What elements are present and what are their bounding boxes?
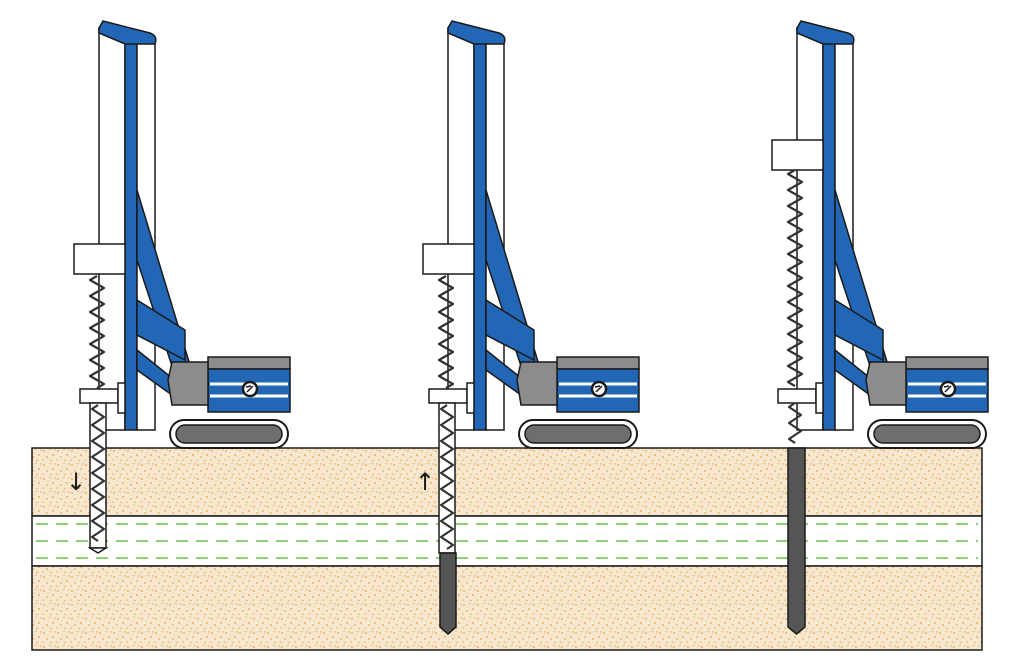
- cab-roof: [905, 356, 989, 370]
- mast-column: [473, 35, 487, 431]
- ground: [31, 447, 983, 651]
- drilling-rig-icon: [73, 20, 291, 449]
- direction-arrow-icon: ↓: [66, 468, 86, 496]
- concrete-pile-icon: [787, 447, 806, 635]
- cab-roof: [556, 356, 640, 370]
- mast-head: [98, 20, 157, 45]
- auger-flight: [88, 275, 106, 389]
- pile-shaft: [439, 552, 457, 635]
- track-belt: [524, 424, 632, 444]
- direction-arrow-icon: ↑: [415, 468, 435, 496]
- boom-arm: [834, 298, 884, 362]
- auger-flight: [90, 404, 106, 542]
- engine-housing: [865, 361, 907, 406]
- auger-tip: [87, 547, 109, 554]
- track-belt: [873, 424, 981, 444]
- cab-roof: [207, 356, 291, 370]
- mast-column: [124, 35, 138, 431]
- guide-bracket: [117, 382, 126, 414]
- auger-guide: [79, 388, 119, 404]
- engine-housing: [167, 361, 209, 406]
- mast-head: [796, 20, 855, 45]
- auger-icon: [437, 275, 456, 554]
- auger-guide: [428, 388, 468, 404]
- drilling-rig-icon: [422, 20, 640, 449]
- upper-soil-layer: [31, 447, 983, 517]
- boom-arm: [136, 298, 186, 362]
- mast-head: [447, 20, 506, 45]
- mast-column: [822, 35, 836, 431]
- rotary-drive-head: [771, 139, 824, 171]
- lower-soil-layer: [31, 565, 983, 651]
- concrete-pile-icon: [439, 552, 457, 635]
- winch-spoke: [594, 385, 603, 393]
- track-belt: [175, 424, 283, 444]
- winch-spoke: [245, 385, 254, 393]
- auger-flight: [439, 404, 455, 550]
- rotary-drive-head: [422, 243, 475, 275]
- drilling-rig-icon: [771, 20, 989, 449]
- boom-arm: [485, 298, 535, 362]
- guide-bracket: [815, 382, 824, 414]
- auger-guide: [777, 388, 817, 404]
- auger-icon: [786, 169, 804, 444]
- auger-flight: [787, 402, 803, 444]
- pile-shaft: [787, 447, 806, 635]
- auger-icon: [87, 275, 109, 554]
- mast: [447, 27, 475, 431]
- auger-flight: [786, 169, 804, 387]
- winch-spoke: [943, 385, 952, 393]
- auger-flight: [437, 275, 455, 389]
- rotary-drive-head: [73, 243, 126, 275]
- engine-housing: [516, 361, 558, 406]
- guide-bracket: [466, 382, 475, 414]
